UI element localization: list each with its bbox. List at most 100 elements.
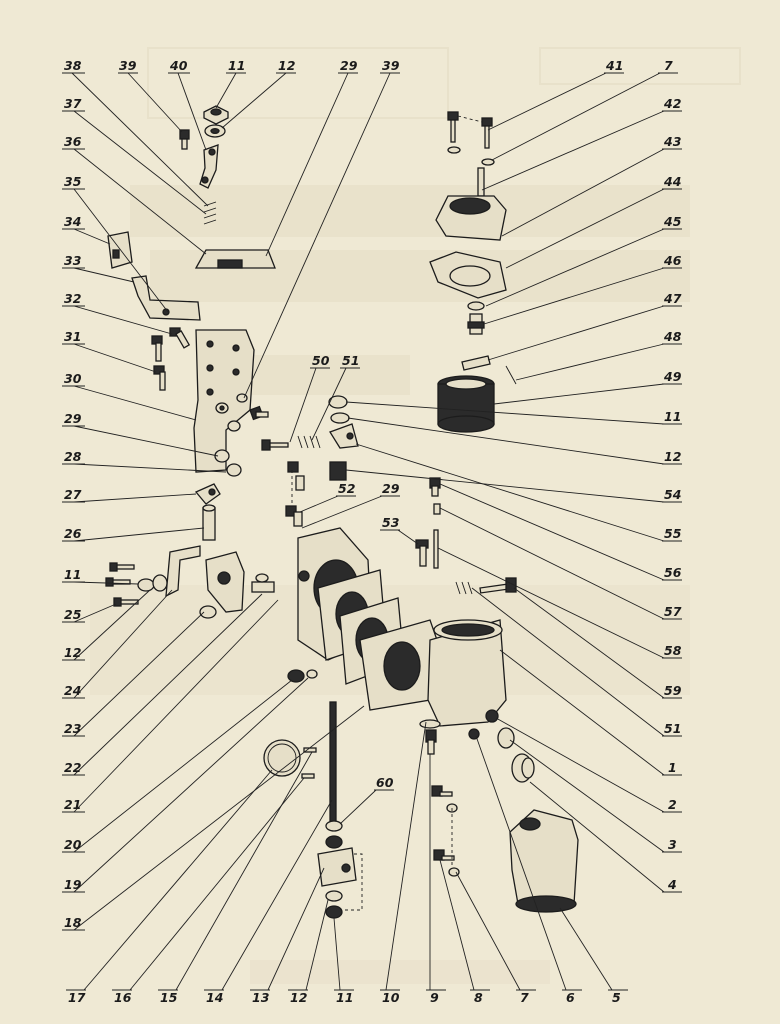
screw-part-32 <box>169 327 191 349</box>
callout-label: 47 <box>663 291 682 306</box>
spring-part-37 <box>203 201 217 225</box>
callout-label: 18 <box>64 915 82 930</box>
callout-label: 50 <box>312 353 330 368</box>
callout-label: 57 <box>664 604 682 619</box>
throttle-lever-part-23 <box>205 551 245 613</box>
pin-part-48 <box>505 365 517 385</box>
callout-label: 15 <box>160 990 178 1005</box>
callout-label: 49 <box>663 369 682 384</box>
callout-label: 21 <box>64 797 81 812</box>
callout-label: 58 <box>664 643 682 658</box>
callout-label: 11 <box>64 567 81 582</box>
bracket-part-30 <box>193 329 255 473</box>
callout-label: 37 <box>64 96 82 111</box>
callout-label: 24 <box>64 683 81 698</box>
bracket-part-33 <box>131 275 201 321</box>
screw-part-39 <box>179 129 190 150</box>
callout-label: 35 <box>64 174 82 189</box>
callout-label: 6 <box>566 990 575 1005</box>
callout-label: 55 <box>664 526 682 541</box>
callout-label: 12 <box>278 58 295 73</box>
callout-label: 3 <box>668 837 677 852</box>
callout-label: 51 <box>664 721 681 736</box>
callout-label: 20 <box>64 837 82 852</box>
callout-label: 41 <box>605 58 623 73</box>
screw-part-50 <box>261 439 289 451</box>
screws-part-11-12-25 <box>105 562 168 607</box>
callout-label: 36 <box>64 134 82 149</box>
screws-part-41 <box>447 111 493 149</box>
nuts-part-28 <box>214 449 242 477</box>
callout-label: 38 <box>64 58 82 73</box>
small-parts-11-12-54 <box>328 395 359 449</box>
callout-label: 23 <box>64 721 81 736</box>
callout-label: 2 <box>668 797 677 812</box>
callout-label: 29 <box>340 58 358 73</box>
callout-label: 40 <box>169 58 188 73</box>
lever-part-40 <box>199 144 219 189</box>
callout-label: 8 <box>474 990 483 1005</box>
callout-label: 48 <box>663 329 682 344</box>
callout-label: 14 <box>206 990 223 1005</box>
screw-part-53 <box>415 539 429 567</box>
washer-part-12 <box>204 124 226 138</box>
callout-label: 52 <box>338 481 355 496</box>
callout-label: 59 <box>664 683 682 698</box>
callout-label: 19 <box>64 877 82 892</box>
callout-label: 17 <box>68 990 86 1005</box>
needle-part-47 <box>461 355 491 371</box>
parts-drawing <box>105 105 579 919</box>
spring-part-54 <box>329 461 347 481</box>
spring-part-51 <box>297 435 321 449</box>
callout-label: 31 <box>64 329 81 344</box>
washer-part-45 <box>467 301 485 311</box>
jets-part-52 <box>285 461 305 527</box>
flange-part-18 <box>359 619 445 711</box>
gasket-part-44 <box>429 251 507 299</box>
callout-label: 29 <box>382 481 400 496</box>
screw-part-31 <box>151 335 166 391</box>
callout-label: 30 <box>64 371 82 386</box>
callout-label: 22 <box>64 760 81 775</box>
callout-label: 10 <box>382 990 400 1005</box>
callout-label: 12 <box>290 990 307 1005</box>
callout-label: 25 <box>64 607 82 622</box>
nut-part-22 <box>199 605 217 619</box>
callout-label: 11 <box>336 990 353 1005</box>
callout-label: 32 <box>64 291 81 306</box>
callout-label: 9 <box>430 990 439 1005</box>
callout-label: 56 <box>664 565 682 580</box>
clip-part-27 <box>194 483 221 505</box>
screw-part-39b <box>249 405 269 421</box>
linkage-parts-11-12-13 <box>317 820 363 919</box>
callout-label: 46 <box>663 253 682 268</box>
callout-label: 54 <box>664 487 681 502</box>
callout-label: 7 <box>520 990 529 1005</box>
paper-show-through <box>90 47 741 984</box>
screws-part-8-9 <box>431 785 460 877</box>
plate-part-17 <box>263 739 301 777</box>
drain-parts-2-3-4 <box>468 727 535 783</box>
callout-label: 27 <box>64 487 82 502</box>
plate-part-36 <box>194 249 276 269</box>
callout-label: 5 <box>612 990 621 1005</box>
callout-numbers: 38 39 40 11 12 29 39 41 7 37 36 35 34 33… <box>64 58 682 1005</box>
washers-part-7 <box>447 146 495 166</box>
callout-label: 4 <box>667 877 677 892</box>
shaft-part-26 <box>202 504 216 541</box>
float-part-49 <box>437 375 495 433</box>
callout-label: 60 <box>376 775 394 790</box>
valve-part-46 <box>467 313 485 335</box>
callout-label: 34 <box>64 214 81 229</box>
screw-part-19-20 <box>287 669 318 683</box>
cover-part-42 <box>435 167 507 241</box>
callout-label: 53 <box>382 515 399 530</box>
callout-label: 28 <box>64 449 82 464</box>
callout-label: 45 <box>663 214 682 229</box>
callout-label: 39 <box>382 58 400 73</box>
washers-part-29 <box>215 393 248 432</box>
callout-label: 39 <box>119 58 137 73</box>
nut-part-11 <box>203 105 229 125</box>
callout-label: 11 <box>664 409 681 424</box>
